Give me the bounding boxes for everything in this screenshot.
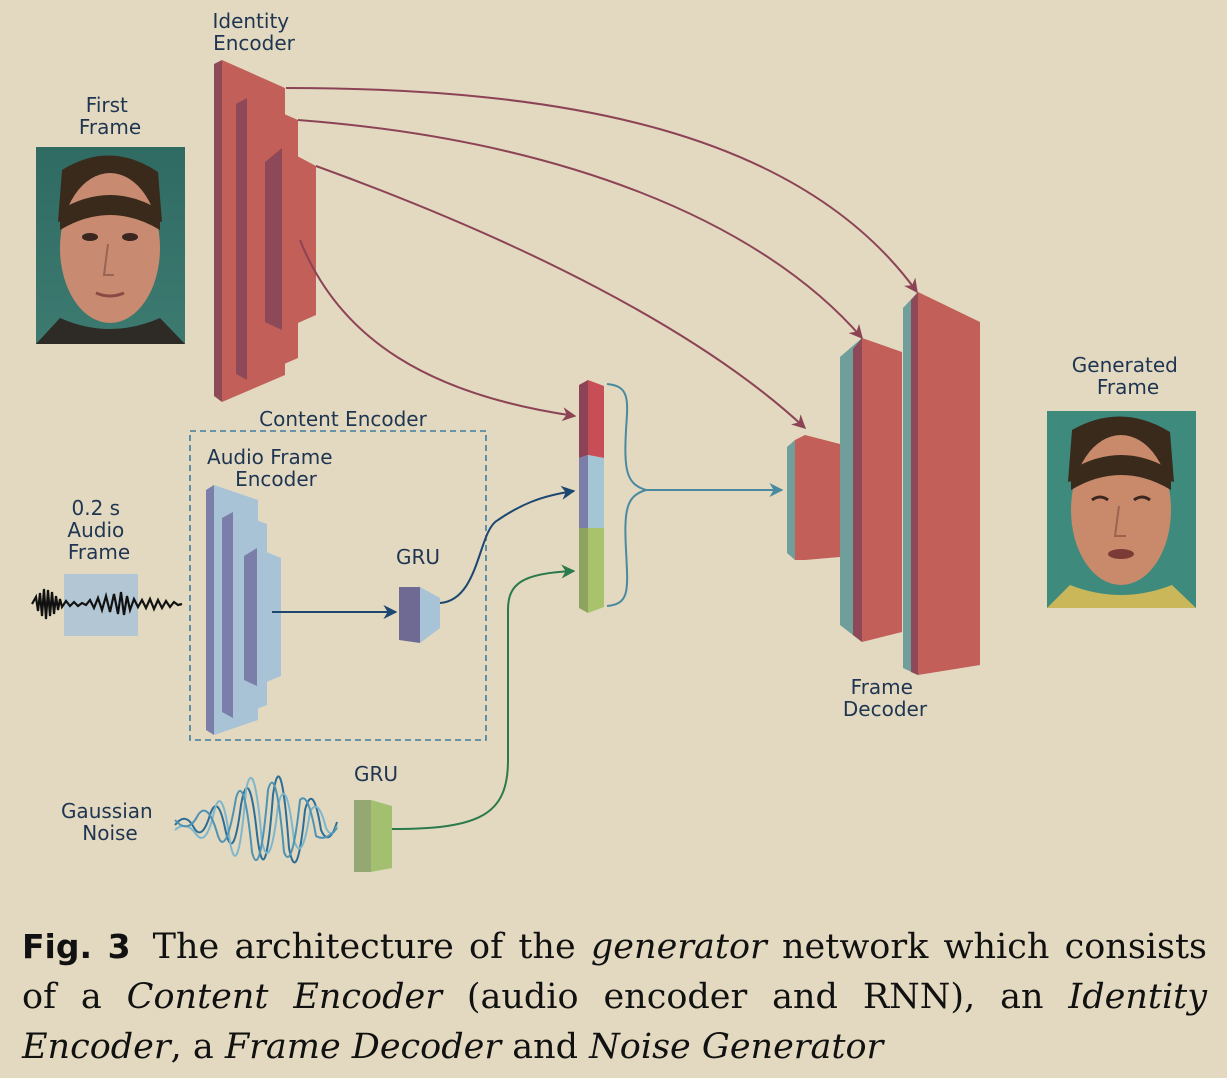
frame-decoder-layer-1 — [805, 435, 840, 560]
content-encoder-box — [189, 430, 487, 741]
caption-text-1: The architecture of the — [152, 927, 591, 967]
audio-frame-encoder — [206, 485, 281, 735]
noise-gru-block — [354, 800, 392, 872]
audio-encoder-layer-3-side — [244, 548, 257, 686]
identity-encoder-layer-3-side — [265, 148, 282, 330]
generated-frame-image — [1047, 411, 1196, 608]
identity-encoder-layer-1-side — [214, 60, 222, 402]
frame-decoder — [787, 292, 980, 675]
identity-encoder — [214, 60, 316, 402]
caption-text-3: (audio encoder and RNN), an — [441, 977, 1069, 1017]
frame-decoder-layer-1-front — [795, 435, 805, 560]
caption-text-5: and — [501, 1027, 590, 1067]
audio-frame-encoder-label: Audio Frame Encoder — [207, 445, 339, 491]
identity-embedding-arrow — [299, 239, 577, 422]
skip-connection-arrow-1 — [285, 87, 918, 294]
audio-gru-block-side — [399, 587, 420, 643]
caption-text-2: network which consists of a — [22, 927, 1207, 1017]
noise-gru-to-latent-arrow — [391, 564, 576, 830]
identity-encoder-layer-3 — [282, 148, 316, 330]
skip-connection-arrow-2 — [297, 119, 863, 340]
audio-encoder-layer-2-side — [222, 512, 233, 718]
audio-frame-label: 0.2 s Audio Frame — [67, 496, 130, 564]
latent-content-side — [579, 455, 588, 528]
latent-vector — [579, 380, 604, 613]
audio-gru-to-latent-arrow — [439, 485, 576, 604]
frame-decoder-layer-2 — [862, 338, 902, 642]
content-encoder-label: Content Encoder — [259, 407, 427, 431]
audio-gru-block — [399, 587, 440, 643]
noise-gru-block-side — [354, 800, 371, 872]
noise-gru-label: GRU — [354, 762, 398, 786]
audio-gru-label: GRU — [396, 545, 440, 569]
gaussian-noise-label: Gaussian Noise — [61, 799, 159, 845]
caption-em-noise-generator: Noise Generator — [589, 1027, 884, 1067]
frame-decoder-label: Frame Decoder — [843, 675, 928, 721]
figure-label: Fig. 3 — [22, 927, 131, 966]
latent-identity-side — [579, 380, 588, 458]
gaussian-noise-waves — [174, 775, 338, 864]
first-frame-label: First Frame — [79, 93, 141, 139]
audio-waveform — [31, 574, 183, 636]
audio-encoder-layer-3 — [257, 548, 281, 686]
caption-em-frame-decoder: Frame Decoder — [224, 1027, 502, 1067]
generated-frame-label: Generated Frame — [1072, 353, 1184, 399]
identity-encoder-layer-2-side — [236, 98, 247, 380]
noise-gru-block-face — [371, 800, 392, 872]
latent-identity-segment — [588, 380, 604, 458]
audio-waveform-signal — [31, 588, 183, 620]
latent-brace — [606, 383, 650, 607]
frame-decoder-layer-3 — [918, 292, 980, 675]
audio-gru-block-face — [420, 587, 440, 643]
audio-encoder-layer-1-side — [206, 485, 214, 735]
noise-wave-3 — [174, 781, 338, 862]
identity-encoder-label: Identity Encoder — [212, 9, 295, 55]
caption-em-content-encoder: Content Encoder — [126, 977, 442, 1017]
latent-noise-side — [579, 528, 588, 613]
skip-connection-arrow-3 — [315, 165, 807, 429]
first-frame-image — [36, 147, 185, 344]
latent-content-segment — [588, 455, 604, 528]
caption-text-4: , a — [170, 1027, 225, 1067]
frame-decoder-layer-2-front — [853, 338, 862, 642]
latent-noise-segment — [588, 528, 604, 613]
generator-architecture-diagram: Identity Encoder First Frame Content Enc… — [31, 9, 1196, 872]
frame-decoder-layer-1-side — [787, 440, 795, 560]
caption-em-generator: generator — [590, 927, 767, 967]
frame-decoder-layer-3-front — [911, 292, 918, 675]
caption-em-identity-encoder: Identity Encoder — [22, 977, 1207, 1067]
